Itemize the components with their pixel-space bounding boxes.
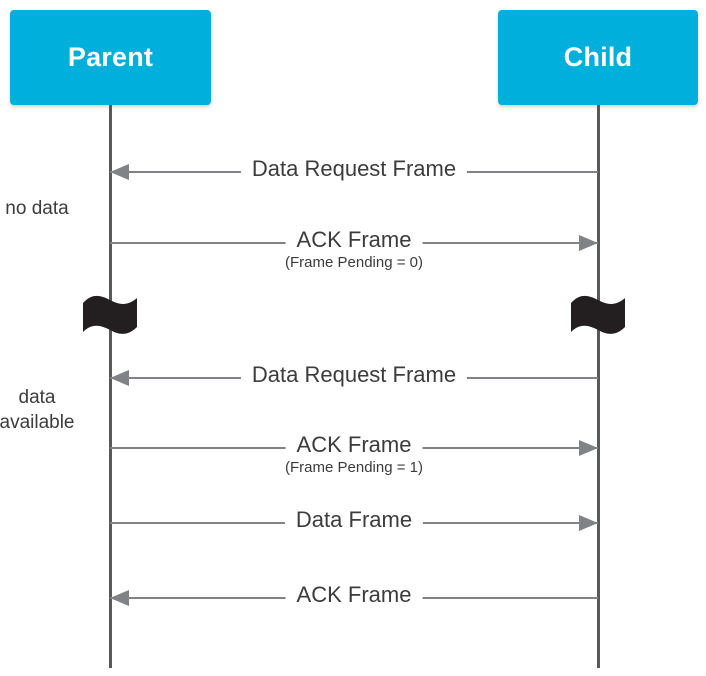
note-data-available: data available	[0, 387, 75, 433]
arrowhead-right-icon	[579, 440, 598, 456]
message-label: Data Request Frame	[240, 362, 468, 388]
note-no-data: no data	[5, 198, 69, 219]
zigzag-break-icon-parent	[81, 291, 139, 339]
arrowhead-left-icon	[110, 164, 129, 180]
arrowhead-right-icon	[579, 235, 598, 251]
message-label: ACK Frame	[285, 227, 423, 253]
zigzag-break-icon-child	[569, 291, 627, 339]
message-label: Data Request Frame	[240, 156, 468, 182]
lifeline-parent	[109, 105, 112, 668]
participant-box-parent[interactable]: Parent	[10, 10, 211, 105]
message-label: Data Frame	[284, 507, 424, 533]
arrowhead-right-icon	[579, 515, 598, 531]
message-label: ACK Frame	[285, 432, 423, 458]
message-sublabel: (Frame Pending = 0)	[285, 254, 423, 271]
message-label: ACK Frame	[285, 582, 423, 608]
participant-label-child: Child	[563, 42, 633, 72]
lifeline-child	[597, 105, 600, 668]
arrowhead-left-icon	[110, 590, 129, 606]
arrowhead-left-icon	[110, 370, 129, 386]
message-sublabel: (Frame Pending = 1)	[285, 459, 423, 476]
participant-box-child[interactable]: Child	[498, 10, 698, 105]
participant-label-parent: Parent	[67, 42, 154, 72]
